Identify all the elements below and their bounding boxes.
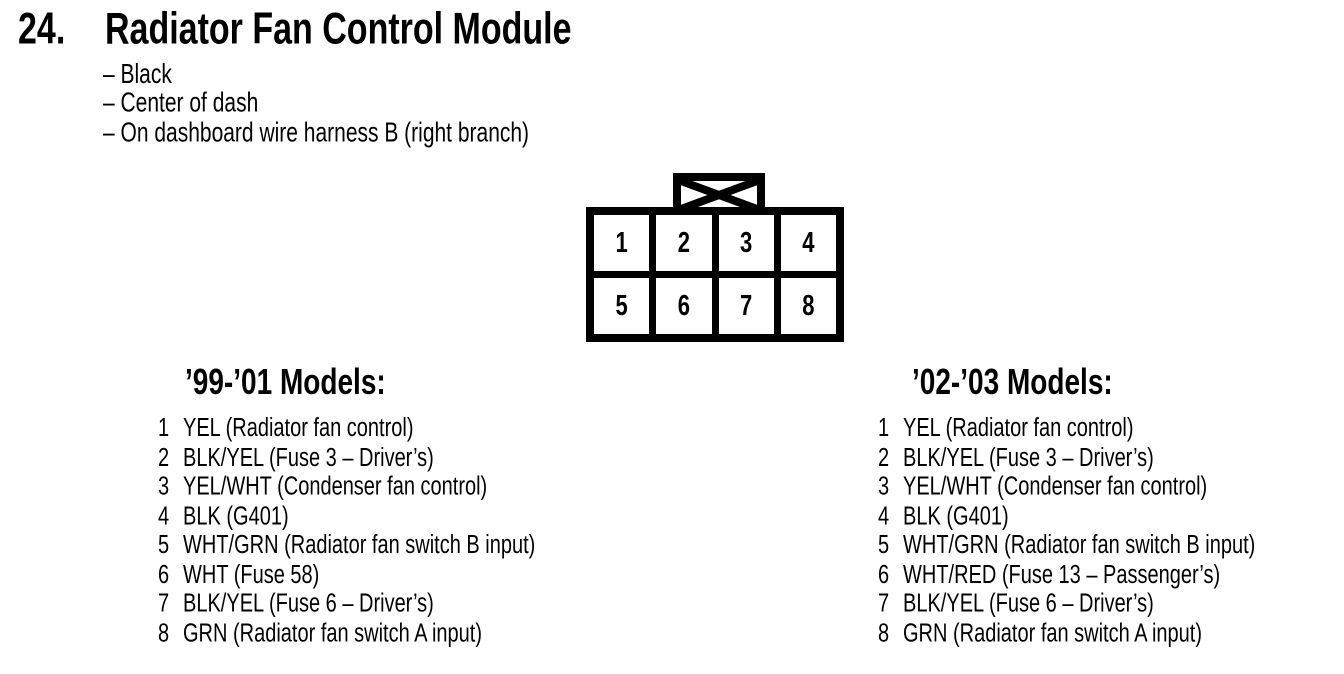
- pin-row: 7 BLK/YEL (Fuse 6 – Driver’s): [878, 590, 1255, 619]
- pin-number: 1: [878, 414, 890, 443]
- pin-cell-number: 7: [740, 289, 753, 322]
- pin-description: BLK/YEL (Fuse 3 – Driver’s): [903, 443, 1154, 472]
- pin-cell-number: 6: [677, 289, 690, 322]
- pin-number: 7: [878, 589, 890, 619]
- pin-row: 1 YEL (Radiator fan control): [158, 414, 535, 443]
- connector-pin-cell: 1: [594, 215, 650, 271]
- pin-number: 6: [878, 560, 890, 589]
- pin-number: 3: [878, 472, 890, 502]
- models-99-01-header: ’99-’01 Models:: [185, 361, 386, 402]
- pin-description: YEL/WHT (Condenser fan control): [183, 472, 488, 502]
- pin-description: BLK/YEL (Fuse 3 – Driver’s): [183, 443, 434, 472]
- pin-number: 4: [878, 501, 890, 531]
- pin-number: 2: [878, 443, 890, 472]
- pin-description: WHT (Fuse 58): [183, 560, 320, 589]
- connector-pin-cell: 5: [594, 278, 650, 334]
- connector-pin-cell: 7: [718, 278, 774, 334]
- pin-description: BLK (G401): [903, 501, 1009, 531]
- pin-description: WHT/RED (Fuse 13 – Passenger’s): [903, 560, 1221, 589]
- connector-diagram: 1 2 3 4 5 6 7 8: [586, 207, 844, 342]
- pin-description: WHT/GRN (Radiator fan switch B input): [903, 531, 1256, 560]
- connector-pin-cell: 3: [718, 215, 774, 271]
- pin-description: YEL (Radiator fan control): [183, 414, 414, 443]
- page-title: Radiator Fan Control Module: [105, 4, 572, 54]
- pin-number: 5: [878, 531, 890, 560]
- note-item: – On dashboard wire harness B (right bra…: [103, 117, 530, 148]
- pin-number: 8: [878, 618, 890, 648]
- pin-number: 4: [158, 501, 170, 531]
- pin-row: 7 BLK/YEL (Fuse 6 – Driver’s): [158, 590, 535, 619]
- pin-description: BLK (G401): [183, 501, 289, 531]
- pin-row: 5 WHT/GRN (Radiator fan switch B input): [878, 531, 1255, 560]
- pin-description: WHT/GRN (Radiator fan switch B input): [183, 531, 536, 560]
- pin-number: 1: [158, 414, 170, 443]
- pin-number: 5: [158, 531, 170, 560]
- pin-row: 3 YEL/WHT (Condenser fan control): [878, 473, 1255, 502]
- section-number: 24.: [18, 4, 66, 54]
- connector-pin-cell: 4: [780, 215, 836, 271]
- pin-description: BLK/YEL (Fuse 6 – Driver’s): [903, 589, 1154, 619]
- pin-description: GRN (Radiator fan switch A input): [903, 618, 1203, 648]
- pin-row: 8 GRN (Radiator fan switch A input): [158, 619, 535, 648]
- pin-number: 7: [158, 589, 170, 619]
- connector-pin-cell: 2: [656, 215, 712, 271]
- pin-cell-number: 8: [802, 289, 815, 322]
- pin-row: 6 WHT/RED (Fuse 13 – Passenger’s): [878, 560, 1255, 589]
- pin-row: 4 BLK (G401): [158, 502, 535, 531]
- pin-cell-number: 3: [740, 226, 753, 259]
- pin-number: 2: [158, 443, 170, 472]
- pin-row: 2 BLK/YEL (Fuse 3 – Driver’s): [158, 443, 535, 472]
- pin-description: GRN (Radiator fan switch A input): [183, 618, 483, 648]
- note-item: – Center of dash: [103, 88, 259, 119]
- pin-row: 5 WHT/GRN (Radiator fan switch B input): [158, 531, 535, 560]
- pin-cell-number: 1: [615, 226, 628, 259]
- pin-number: 3: [158, 472, 170, 502]
- pin-cell-number: 5: [615, 289, 628, 322]
- notes-list: – Black – Center of dash – On dashboard …: [103, 59, 530, 148]
- pin-row: 2 BLK/YEL (Fuse 3 – Driver’s): [878, 443, 1255, 472]
- pin-row: 8 GRN (Radiator fan switch A input): [878, 619, 1255, 648]
- pin-row: 1 YEL (Radiator fan control): [878, 414, 1255, 443]
- pin-description: YEL (Radiator fan control): [903, 414, 1134, 443]
- pin-row: 6 WHT (Fuse 58): [158, 560, 535, 589]
- pin-description: BLK/YEL (Fuse 6 – Driver’s): [183, 589, 434, 619]
- pin-number: 6: [158, 560, 170, 589]
- models-02-03-header: ’02-’03 Models:: [912, 361, 1113, 402]
- note-item: – Black: [103, 59, 172, 90]
- pin-row: 3 YEL/WHT (Condenser fan control): [158, 473, 535, 502]
- connector-pin-cell: 8: [780, 278, 836, 334]
- pin-row: 4 BLK (G401): [878, 502, 1255, 531]
- pin-number: 8: [158, 618, 170, 648]
- connector-pin-cell: 6: [656, 278, 712, 334]
- pin-cell-number: 4: [802, 226, 815, 259]
- pin-cell-number: 2: [677, 226, 690, 259]
- pin-description: YEL/WHT (Condenser fan control): [903, 472, 1208, 502]
